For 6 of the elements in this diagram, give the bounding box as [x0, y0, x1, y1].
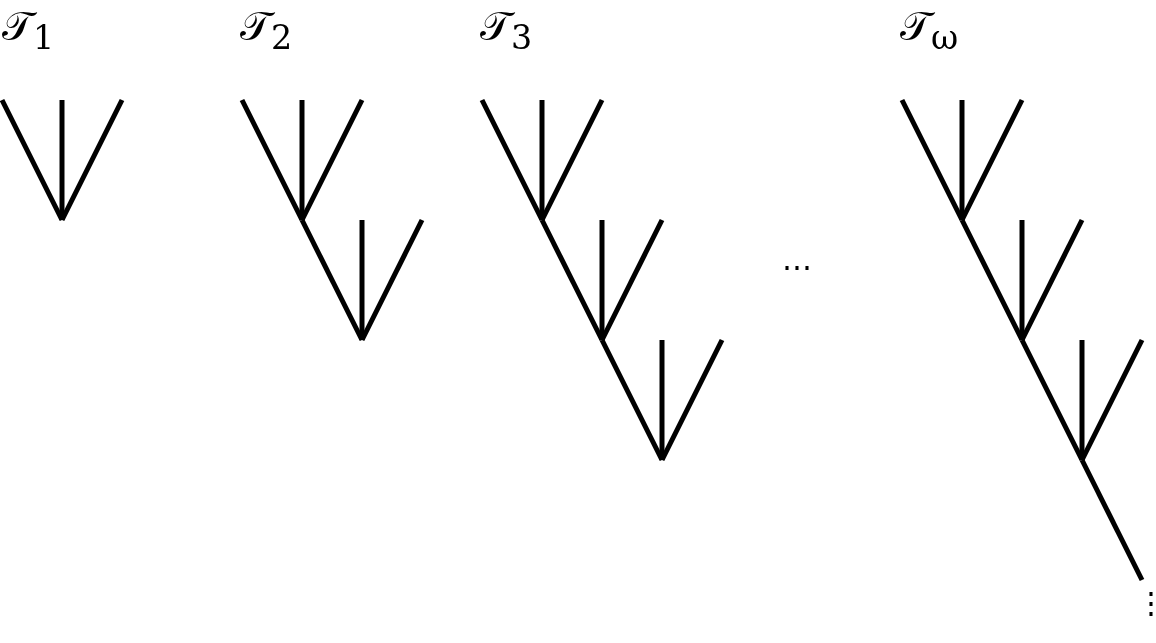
ellipsis: ⋮	[1136, 588, 1156, 618]
ellipsis: ⋯	[782, 252, 812, 282]
tree-label: 𝒯$_{3}$	[480, 6, 533, 55]
tree-label: 𝒯$_{1}$	[2, 6, 55, 55]
tree-label: 𝒯$_{2}$	[240, 6, 293, 55]
tree-label: 𝒯$_{ω}$	[900, 6, 959, 55]
